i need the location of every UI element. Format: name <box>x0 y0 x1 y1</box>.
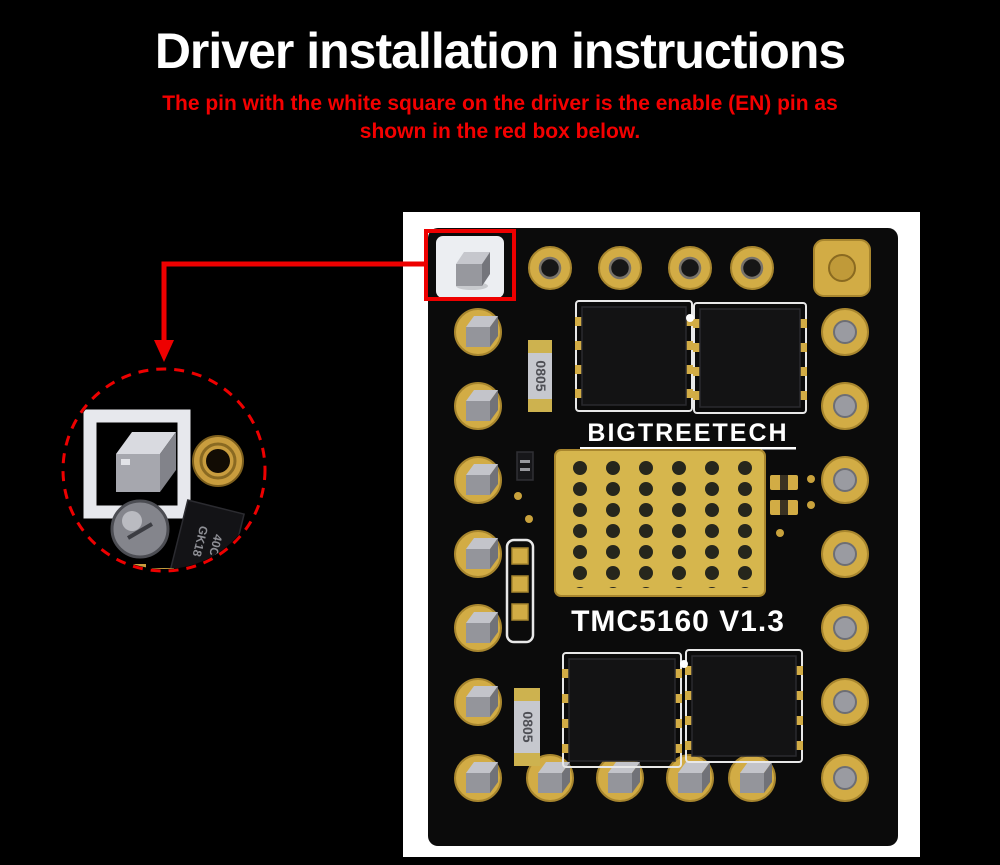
brand-silkscreen: BIGTREETECH <box>580 419 796 450</box>
page-title: Driver installation instructions <box>154 23 846 79</box>
arrowhead <box>154 340 174 362</box>
via <box>514 492 522 500</box>
en-pin-pad <box>436 236 504 298</box>
thermal-pad <box>554 449 766 597</box>
zoom-detail-view: 40C GK18 <box>61 367 267 573</box>
smd-parts-right <box>770 475 815 537</box>
en-pin-highlight-box <box>424 229 516 301</box>
via <box>525 515 533 523</box>
model-text: TMC5160 V1.3 <box>571 605 785 638</box>
top-pin-row <box>527 239 871 297</box>
gold-pad-zoom <box>152 568 174 569</box>
connector-silk-outline <box>505 538 535 644</box>
resistor-small <box>516 451 534 481</box>
en-pin-zoom <box>116 432 176 492</box>
capacitor-label-top: 0805 <box>533 360 549 391</box>
silkscreen-dot-top <box>686 314 694 322</box>
gold-hole-zoom <box>192 435 244 487</box>
mosfet-chip-bottom-right <box>685 649 803 763</box>
mosfet-chip-bottom-left <box>562 652 682 768</box>
mosfet-chip-top-left <box>575 300 693 412</box>
subtitle-line-2: shown in the red box below. <box>359 120 641 143</box>
pcb-board: BIGTREETECH TMC5160 V1.3 <box>428 228 898 846</box>
brand-text: BIGTREETECH <box>587 419 788 447</box>
subtitle: The pin with the white square on the dri… <box>0 90 1000 146</box>
capacitor-label-bottom: 0805 <box>520 711 536 742</box>
zoom-circle-border <box>61 367 267 573</box>
subtitle-line-1: The pin with the white square on the dri… <box>162 92 838 115</box>
board-photo-panel: BIGTREETECH TMC5160 V1.3 <box>403 212 920 857</box>
zoom-detail-circle: 40C GK18 <box>60 366 268 574</box>
solder-blob-zoom <box>110 499 170 559</box>
capacitor-0805-top: 0805 <box>528 340 552 412</box>
mosfet-chip-top-right <box>693 302 807 414</box>
silkscreen-dot-bottom <box>680 660 688 668</box>
capacitor-0805-bottom: 0805 <box>514 688 540 766</box>
